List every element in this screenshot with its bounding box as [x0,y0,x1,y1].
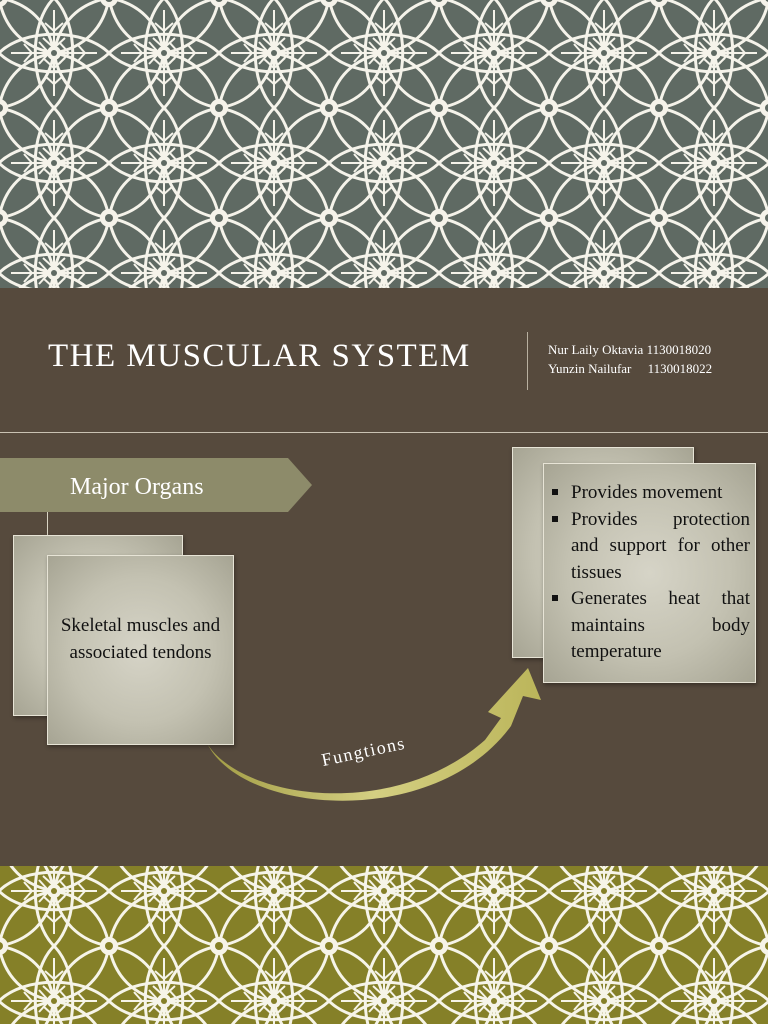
list-item: Provides movement [550,480,750,507]
author-name: Yunzin Nailufar [548,361,632,376]
author-row: Nur Laily Oktavia 1130018020 [548,340,758,359]
major-organs-banner-arrow [0,458,312,512]
banner-connector-line [47,512,48,536]
author-id: 1130018020 [646,342,712,357]
bottom-floral-pattern-band [0,866,768,1024]
title-vertical-divider [527,332,528,390]
authors-block: Nur Laily Oktavia 1130018020 Yunzin Nail… [548,340,758,378]
functions-list: Provides movement Provides protection an… [550,480,750,666]
author-id: 1130018022 [647,361,713,376]
functions-card [543,463,756,683]
author-row: Yunzin Nailufar 1130018022 [548,359,758,378]
top-floral-pattern-band [0,0,768,288]
slide-title: THE MUSCULAR SYSTEM [48,338,471,374]
list-item: Generates heat that maintains body tempe… [550,586,750,666]
title-separator-line [0,432,768,433]
organs-description: Skeletal muscles and associated tendons [60,615,221,663]
organs-card [47,555,234,745]
list-item: Provides protection and support for othe… [550,507,750,587]
author-name: Nur Laily Oktavia [548,342,644,357]
title-panel [0,288,768,434]
curved-arrow-icon [208,668,541,801]
major-organs-heading: Major Organs [70,474,204,500]
